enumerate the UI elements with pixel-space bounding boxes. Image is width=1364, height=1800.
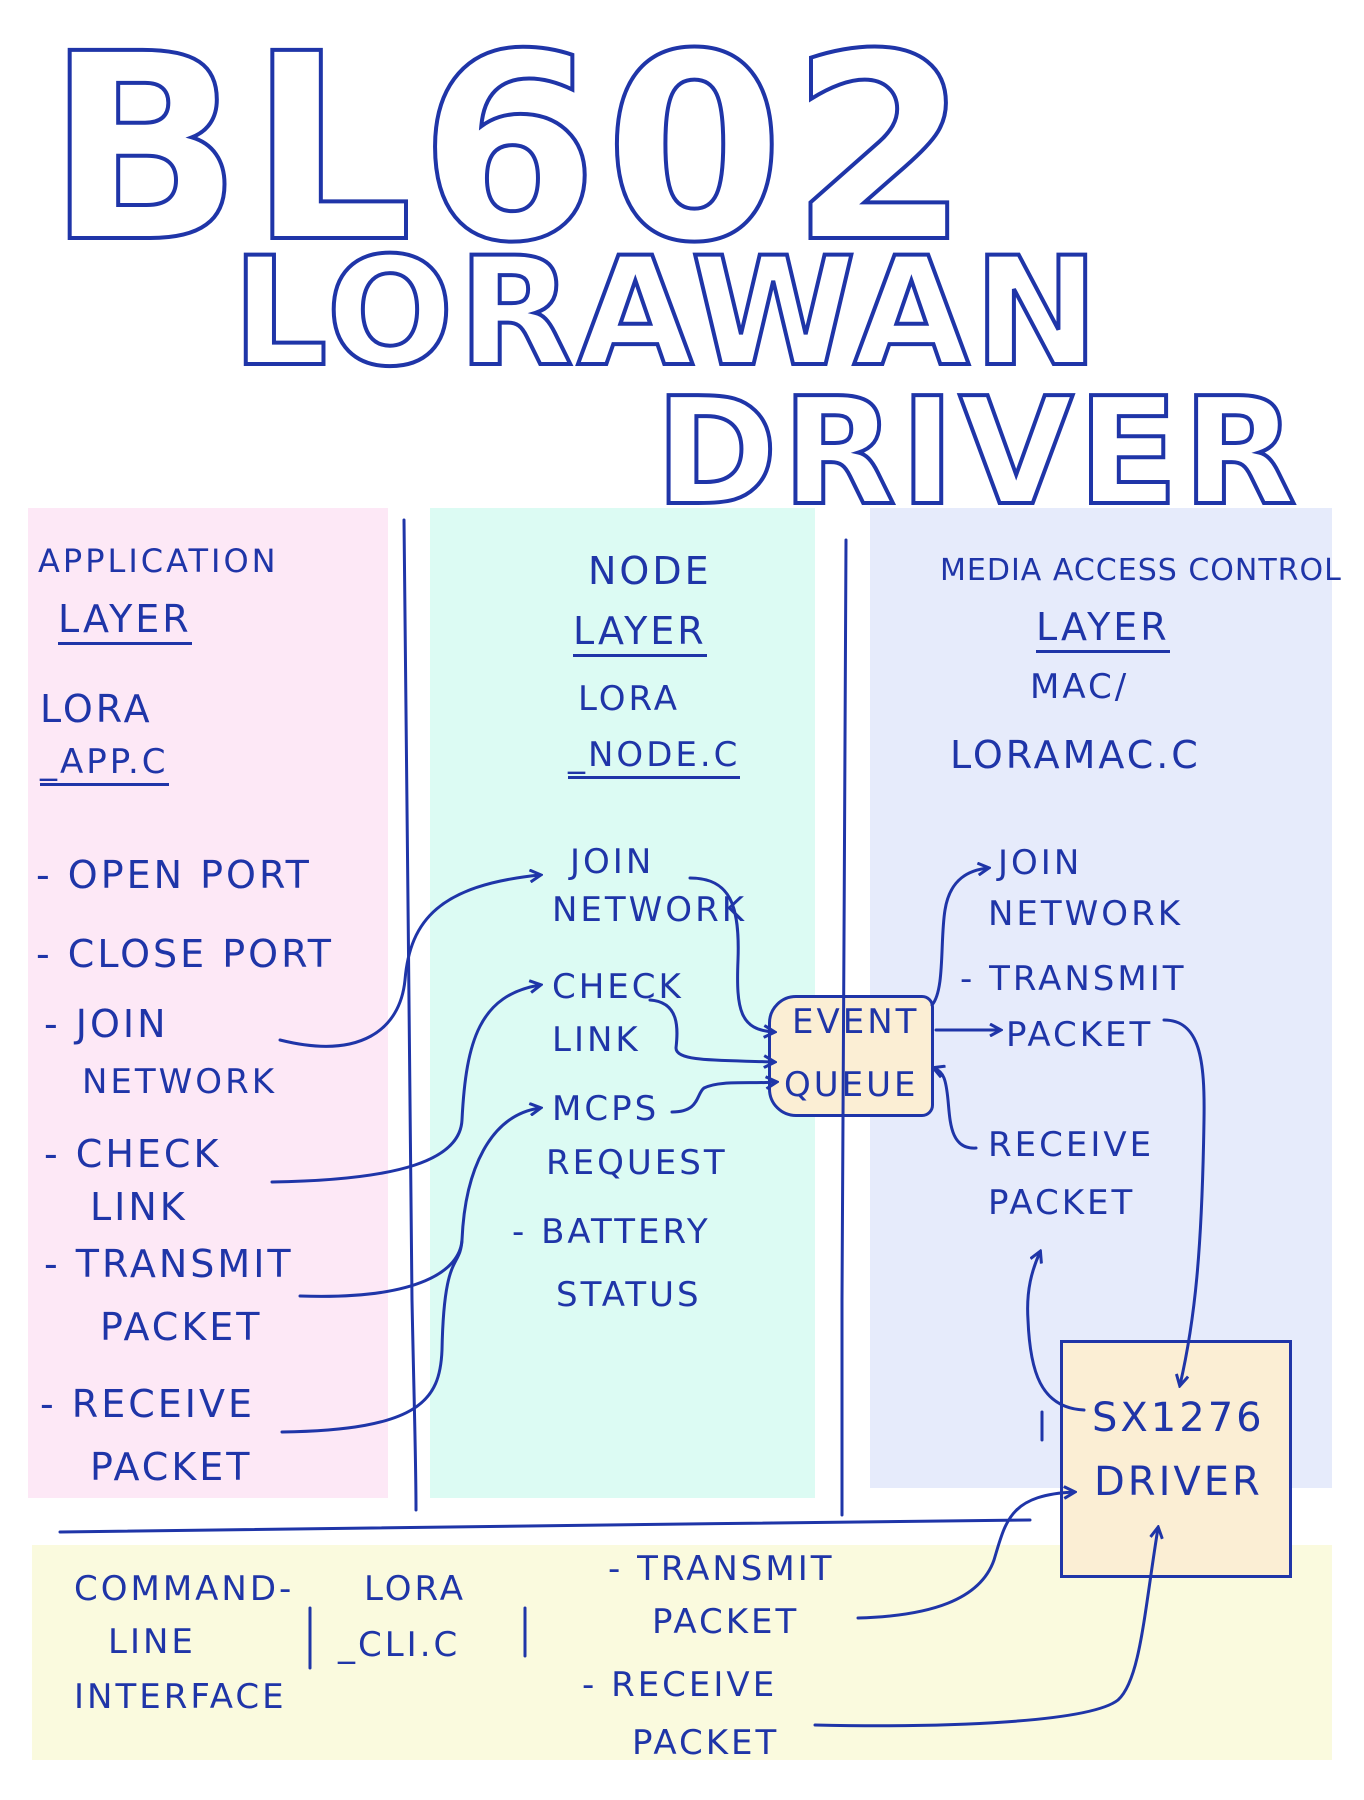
node-item-join-line1: JOIN (570, 842, 655, 882)
mac-item-join-line1: JOIN (998, 843, 1083, 883)
mac-item-transmit-line1: - TRANSMIT (960, 959, 1187, 999)
arrow-node-check (648, 998, 774, 1062)
arrow-cli-transmit (856, 1492, 1074, 1620)
application-layer-panel (28, 508, 388, 1498)
mac-item-receive-line1: RECEIVE (988, 1125, 1155, 1165)
node-item-check-line2: LINK (552, 1020, 641, 1060)
cli-file-line2: _CLI.C (338, 1625, 461, 1665)
mac-heading-line1: MEDIA ACCESS CONTROL (940, 553, 1342, 588)
event-queue-line2: QUEUE (784, 1065, 919, 1105)
separator-app-node (402, 518, 418, 1512)
app-item-check-line2: LINK (90, 1185, 188, 1229)
cli-heading-line1: COMMAND- (74, 1569, 295, 1609)
cli-item-transmit-line2: PACKET (652, 1602, 800, 1642)
app-file-line2: _APP.C (40, 745, 169, 786)
node-item-check-line1: CHECK (552, 967, 684, 1007)
mac-layer-panel (870, 508, 1332, 1488)
arrow-check-link (270, 985, 540, 1184)
sx1276-line2: DRIVER (1094, 1459, 1263, 1505)
mac-item-transmit-line2: PACKET (1006, 1015, 1154, 1055)
sx1276-line1: SX1276 (1092, 1395, 1265, 1441)
separator-node-mac (840, 538, 848, 1517)
node-item-mcps-line2: REQUEST (546, 1143, 728, 1183)
mac-heading-line2: LAYER (1036, 608, 1170, 653)
app-item-receive-line2: PACKET (90, 1445, 253, 1489)
cli-item-transmit-line1: - TRANSMIT (608, 1549, 835, 1589)
node-file-line1: LORA (578, 679, 680, 719)
arrow-cli-receive (813, 1528, 1158, 1728)
app-heading-line1: APPLICATION (38, 542, 279, 580)
title-line-3: DRIVER (653, 366, 1301, 538)
arrow-mac-to-sx (1162, 1018, 1206, 1385)
arrow-mac-join (930, 868, 988, 1007)
arrow-join-network (278, 875, 540, 1048)
arrow-receive-packet (280, 1238, 464, 1434)
node-file-line2: _NODE.C (568, 738, 741, 779)
app-item-receive-line1: - RECEIVE (40, 1382, 255, 1426)
cli-file-line1: LORA (364, 1569, 466, 1609)
mac-item-receive-line2: PACKET (988, 1183, 1136, 1223)
app-item-transmit-line2: PACKET (100, 1305, 263, 1349)
app-heading-line2: LAYER (58, 600, 192, 645)
separator-horizontal (58, 1518, 1032, 1534)
arrow-sx-to-mac (1026, 1252, 1086, 1412)
app-file-line1: LORA (40, 687, 153, 731)
cli-item-receive-line2: PACKET (632, 1723, 780, 1763)
app-item-transmit-line1: - TRANSMIT (44, 1242, 294, 1286)
node-item-battery-line1: - BATTERY (512, 1212, 711, 1252)
arrow-transmit-packet (298, 1108, 540, 1298)
app-item-open-port: - OPEN PORT (36, 853, 312, 897)
mac-item-join-line2: NETWORK (988, 894, 1183, 934)
event-queue-box (768, 995, 934, 1117)
cli-item-receive-line1: - RECEIVE (582, 1665, 778, 1705)
cli-panel (32, 1545, 1332, 1760)
mac-file-line2: LORAMAC.C (950, 733, 1201, 777)
node-item-mcps-line1: MCPS (552, 1089, 660, 1129)
node-item-battery-line2: STATUS (556, 1275, 702, 1315)
node-heading-line1: NODE (588, 549, 712, 593)
app-item-check-line1: - CHECK (44, 1132, 222, 1176)
app-item-close-port: - CLOSE PORT (36, 932, 334, 976)
title-line-2: LORAWAN (230, 226, 1103, 400)
node-layer-panel (430, 508, 815, 1498)
event-queue-line1: EVENT (792, 1002, 920, 1042)
app-item-join-line1: - JOIN (44, 1002, 169, 1046)
title-line-1: BL602 (44, 0, 976, 299)
app-item-join-line2: NETWORK (82, 1062, 277, 1102)
mac-file-line1: MAC/ (1030, 667, 1130, 707)
node-item-join-line2: NETWORK (552, 890, 747, 930)
cli-heading-line3: INTERFACE (74, 1677, 287, 1717)
arrow-node-join (688, 876, 774, 1032)
cli-heading-line2: LINE (108, 1622, 196, 1662)
node-heading-line2: LAYER (573, 612, 707, 657)
arrow-mac-receive (934, 1068, 978, 1150)
arrow-node-mcps (670, 1082, 776, 1114)
